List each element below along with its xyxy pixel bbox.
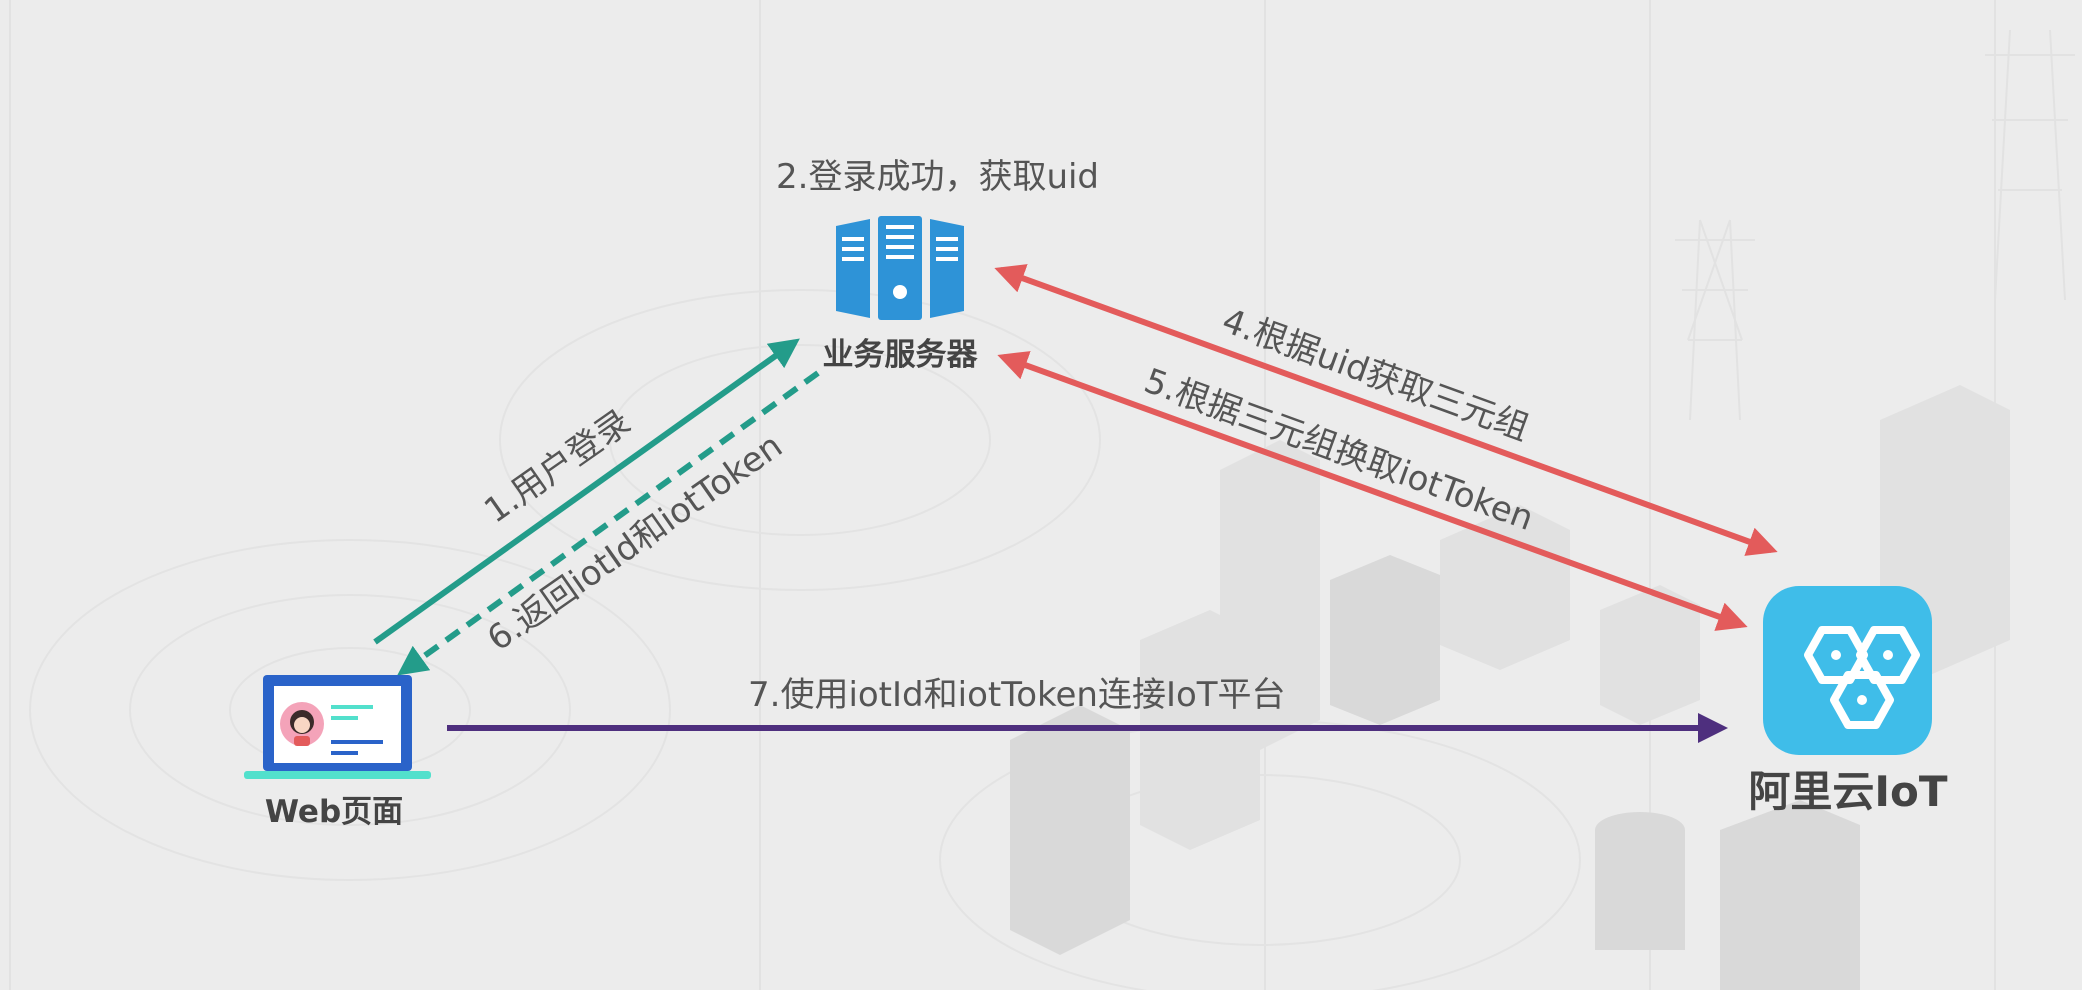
arrow-step1-login (373, 338, 800, 645)
step-6-label: 6.返回iotId和iotToken (480, 426, 790, 659)
laptop-icon (244, 675, 431, 779)
step-5-label: 5.根据三元组换取iotToken (1139, 361, 1539, 539)
arrow-step4-get-triplet (994, 264, 1778, 556)
aliyun-iot-label: 阿里云IoT (1748, 767, 1947, 816)
server-label: 业务服务器 (823, 337, 979, 373)
arrow-step5-exchange-token (997, 351, 1748, 631)
background-decoration (9, 0, 2075, 990)
arrow-step6-return-token (397, 370, 820, 676)
step-2-label: 2.登录成功，获取uid (776, 157, 1099, 197)
web-page-label: Web页面 (265, 794, 403, 830)
aliyun-iot-icon (1763, 586, 1932, 755)
step-7-label: 7.使用iotId和iotToken连接IoT平台 (748, 675, 1286, 715)
server-icon (836, 216, 964, 320)
